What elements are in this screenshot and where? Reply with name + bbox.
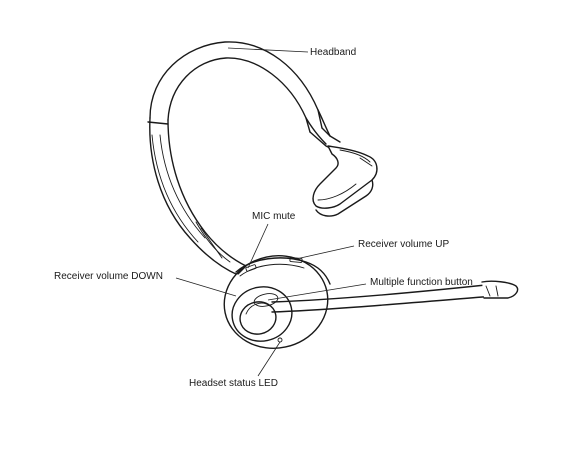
label-receiver-volume-down: Receiver volume DOWN [54, 271, 163, 282]
leader-lines [175, 47, 367, 377]
leader-headband [227, 47, 309, 53]
label-mic-mute: MIC mute [252, 211, 296, 222]
leader-mic-mute [247, 223, 269, 269]
leader-headset-status-led [257, 341, 281, 377]
leader-receiver-volume-up [295, 245, 355, 260]
label-receiver-volume-up: Receiver volume UP [358, 239, 449, 250]
headband-t-bar [312, 145, 378, 217]
label-headset-status-led: Headset status LED [189, 378, 278, 389]
label-multiple-function-button: Multiple function button [370, 277, 473, 288]
headband-illustration [147, 41, 341, 276]
leader-multiple-function-button [267, 283, 367, 301]
leader-receiver-volume-down [175, 277, 237, 297]
callout-labels: Headband MIC mute Receiver volume UP Rec… [54, 47, 473, 389]
label-headband: Headband [310, 47, 356, 58]
microphone-boom [271, 280, 519, 313]
